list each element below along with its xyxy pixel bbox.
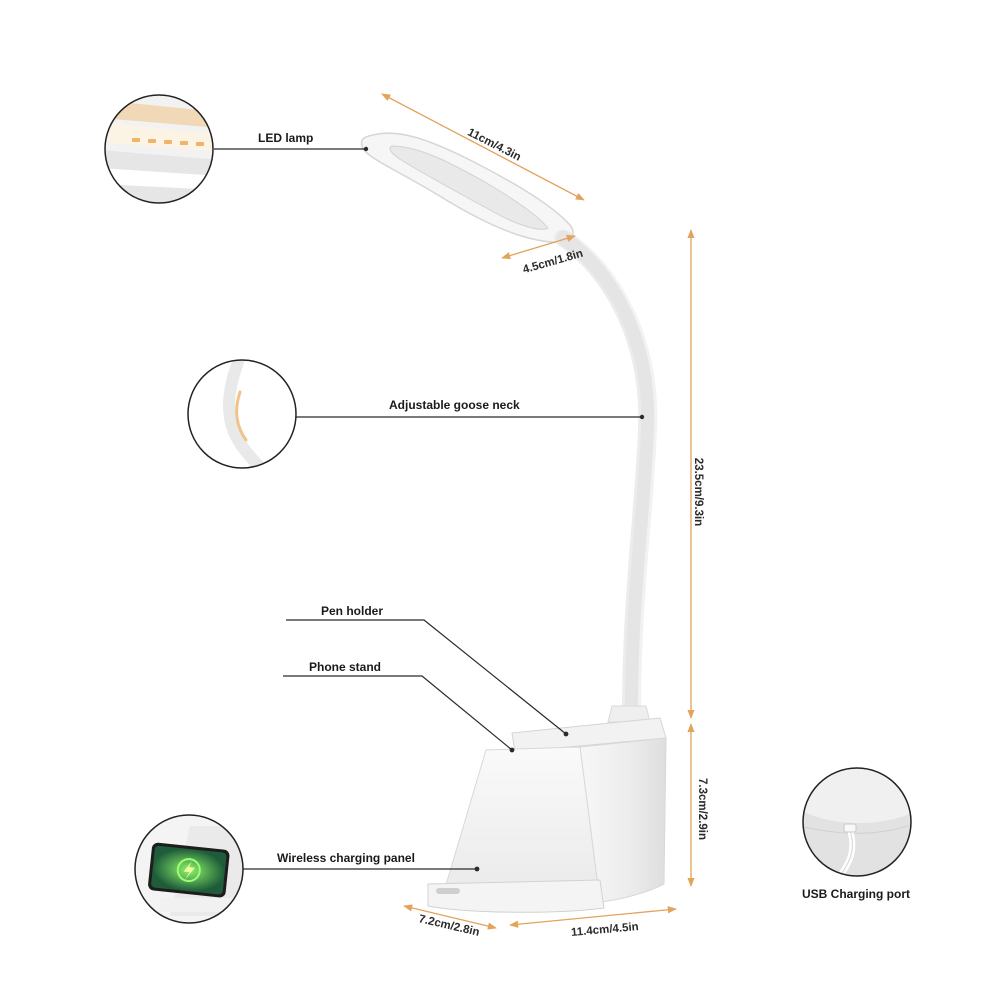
goose-neck xyxy=(554,230,655,720)
dimension-neck-height: 23.5cm/9.3in xyxy=(692,457,705,527)
lamp-width-arrow xyxy=(501,234,576,260)
callout-phone-stand: Phone stand xyxy=(309,660,382,674)
leader-pen-holder xyxy=(286,619,567,735)
base-width-arrow xyxy=(509,906,677,928)
callout-wireless-panel: Wireless charging panel xyxy=(277,851,415,865)
lamp-length-arrow xyxy=(381,93,585,201)
base-depth-arrow xyxy=(403,904,497,930)
callout-usb-port: USB Charging port xyxy=(802,887,910,901)
goose-neck-detail-icon xyxy=(187,359,297,469)
wireless-charging-phone-icon xyxy=(134,814,244,924)
lamp-base xyxy=(427,705,667,913)
callout-goose-neck: Adjustable goose neck xyxy=(389,398,520,412)
callout-led-lamp: LED lamp xyxy=(258,131,314,145)
leader-lines xyxy=(214,148,642,870)
usb-port-detail-icon xyxy=(802,767,912,877)
led-strip-detail-icon xyxy=(104,94,214,204)
dimension-arrows xyxy=(381,93,695,930)
leader-phone-stand xyxy=(283,675,513,751)
leader-dots xyxy=(363,146,645,872)
lamp-head xyxy=(360,132,574,244)
callout-pen-holder: Pen holder xyxy=(321,604,384,618)
dimension-base-height: 7.3cm/2.9in xyxy=(696,777,709,841)
goose-neck-shade xyxy=(557,230,658,720)
